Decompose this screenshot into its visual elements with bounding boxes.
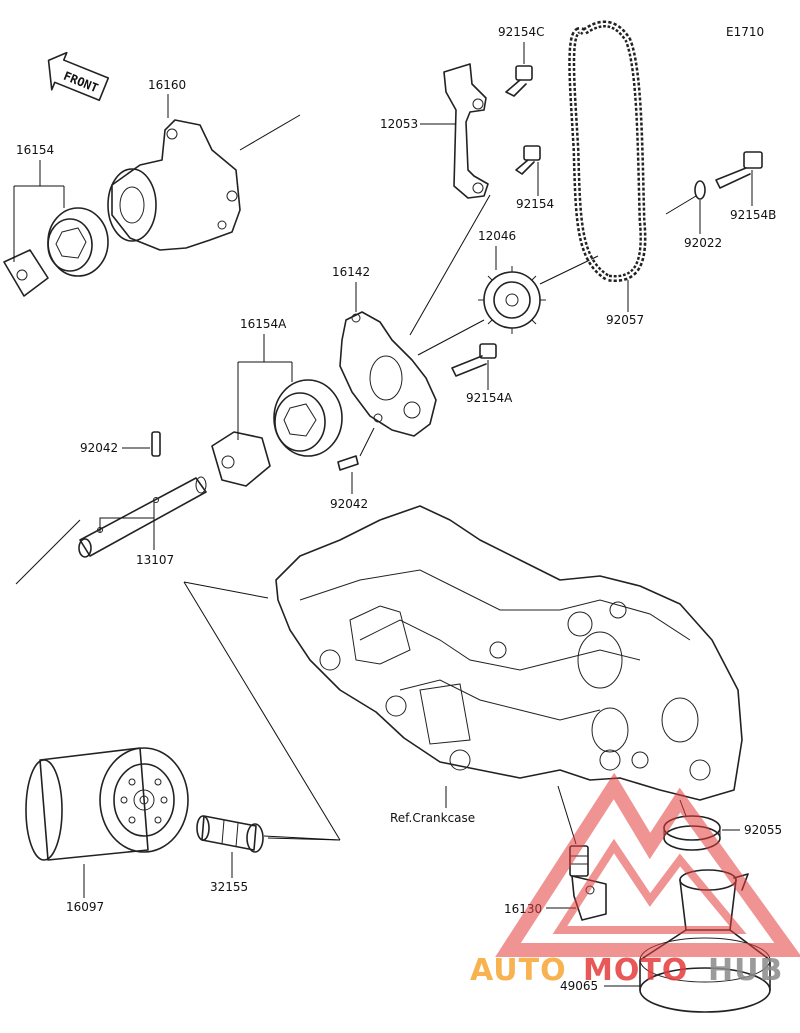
outer-rotor-16154A (273, 379, 343, 457)
label-49065: 49065 (560, 979, 598, 993)
timing-chain-92057 (568, 20, 647, 282)
label-92042-a: 92042 (80, 441, 118, 455)
pump-shaft-13107 (78, 476, 207, 558)
label-92055: 92055 (744, 823, 782, 837)
sprocket-12046 (478, 266, 546, 334)
front-arrow-icon: FRONT (47, 51, 110, 102)
label-12046: 12046 (478, 229, 516, 243)
crankcase-ref-label: Ref.Crankcase (390, 811, 475, 825)
diagram-code: E1710 (726, 25, 764, 39)
label-92154: 92154 (516, 197, 554, 211)
svg-text:HUB: HUB (708, 953, 783, 988)
bolt-92154 (515, 145, 541, 175)
inner-rotor-16154 (3, 249, 49, 297)
label-92154B: 92154B (730, 208, 776, 222)
pin-92042-b (337, 455, 359, 471)
oil-pump-cover-16160 (107, 114, 301, 251)
oil-filter-16097 (25, 747, 189, 861)
label-16142: 16142 (332, 265, 370, 279)
chain-guide-12053 (443, 63, 489, 199)
outer-rotor-16154 (47, 207, 109, 277)
label-16097: 16097 (66, 900, 104, 914)
bolt-92154A (451, 343, 497, 377)
label-12053: 12053 (380, 117, 418, 131)
label-92042-b: 92042 (330, 497, 368, 511)
label-16160: 16160 (148, 78, 186, 92)
svg-text:AUTO: AUTO (470, 953, 567, 988)
crankcase-reference (275, 505, 743, 801)
label-92154C: 92154C (498, 25, 545, 39)
label-13107: 13107 (136, 553, 174, 567)
label-92022: 92022 (684, 236, 722, 250)
label-16154: 16154 (16, 143, 54, 157)
svg-text:MOTO: MOTO (583, 953, 688, 988)
watermark-logo (495, 772, 800, 957)
label-32155: 32155 (210, 880, 248, 894)
label-92057: 92057 (606, 313, 644, 327)
pump-body-16142 (339, 311, 437, 437)
pin-92042-a (151, 431, 161, 457)
watermark-wordmark: AUTO MOTO HUB (470, 953, 783, 988)
pipe-32155 (196, 815, 264, 853)
bolt-92154C (505, 65, 533, 97)
bolt-92154B (715, 151, 763, 189)
label-92154A: 92154A (466, 391, 513, 405)
washer-92022 (694, 180, 706, 200)
label-16154A: 16154A (240, 317, 287, 331)
inner-rotor-16154A (211, 431, 271, 487)
